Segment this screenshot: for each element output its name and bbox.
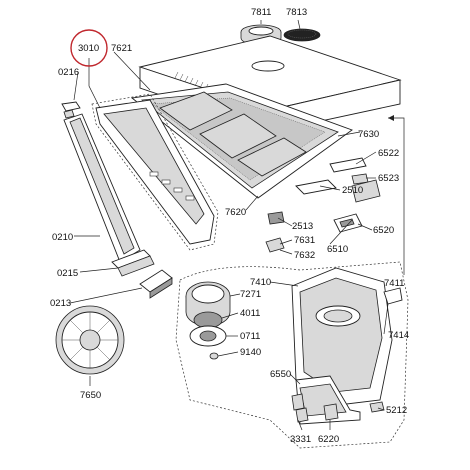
label-7631: 7631 (294, 235, 315, 246)
part-7411-cover (383, 287, 403, 305)
label-7271: 7271 (240, 289, 261, 300)
label-6550: 6550 (270, 369, 291, 380)
label-0215: 0215 (57, 268, 78, 279)
label-7411: 7411 (384, 278, 404, 289)
motor-group-outline (175, 261, 409, 449)
part-0210-side-panel (63, 113, 141, 263)
part-0216-clip (61, 101, 81, 119)
part-6520-socket (333, 213, 363, 233)
part-3331-connector (291, 393, 309, 423)
part-6522-lamp-cover (329, 157, 367, 173)
label-0210: 0210 (52, 232, 73, 243)
part-labels: 7811 7813 3010 7621 0216 7630 6522 6523 … (50, 7, 409, 445)
label-7650: 7650 (80, 390, 101, 401)
part-0711-blower (189, 325, 227, 347)
label-6522: 6522 (378, 148, 399, 159)
connection-arrow (388, 115, 405, 275)
part-0215-bracket (111, 249, 155, 277)
label-9140: 9140 (240, 347, 261, 358)
label-4011: 4011 (240, 308, 260, 319)
label-0213: 0213 (50, 298, 71, 309)
label-2510: 2510 (342, 185, 363, 196)
label-7630: 7630 (358, 129, 379, 140)
part-5212-clip (369, 401, 385, 413)
part-9140-screw (209, 352, 219, 360)
label-3331: 3331 (290, 434, 311, 445)
part-7410-fan-housing (291, 267, 393, 407)
part-7630-filter-tray (130, 83, 353, 199)
label-3010: 3010 (78, 43, 99, 54)
label-2513: 2513 (292, 221, 313, 232)
part-7813-filter-disc (283, 28, 321, 42)
leader-lines (69, 51, 389, 431)
label-7410: 7410 (250, 277, 271, 288)
part-2513-knob (267, 211, 285, 225)
label-6520: 6520 (373, 225, 394, 236)
label-6510: 6510 (327, 244, 348, 255)
label-0216: 0216 (58, 67, 79, 78)
label-6523: 6523 (378, 173, 399, 184)
part-3010-front-panel (91, 93, 219, 251)
label-5212: 5212 (386, 405, 407, 416)
part-0213-switch (139, 269, 173, 299)
highlight-circle (70, 29, 108, 67)
part-7650-round-filter (55, 305, 125, 375)
part-6220-terminal (323, 403, 339, 421)
label-7621: 7621 (111, 43, 132, 54)
label-7632: 7632 (294, 250, 315, 261)
part-6510-holder (351, 179, 381, 203)
label-7811: 7811 (251, 7, 271, 18)
label-7620: 7620 (225, 207, 246, 218)
label-7813: 7813 (286, 7, 307, 18)
part-7631-spacer (265, 237, 285, 253)
label-0711: 0711 (240, 331, 260, 342)
part-2510-control (295, 179, 337, 195)
label-7414: 7414 (388, 330, 409, 341)
label-6220: 6220 (318, 434, 339, 445)
